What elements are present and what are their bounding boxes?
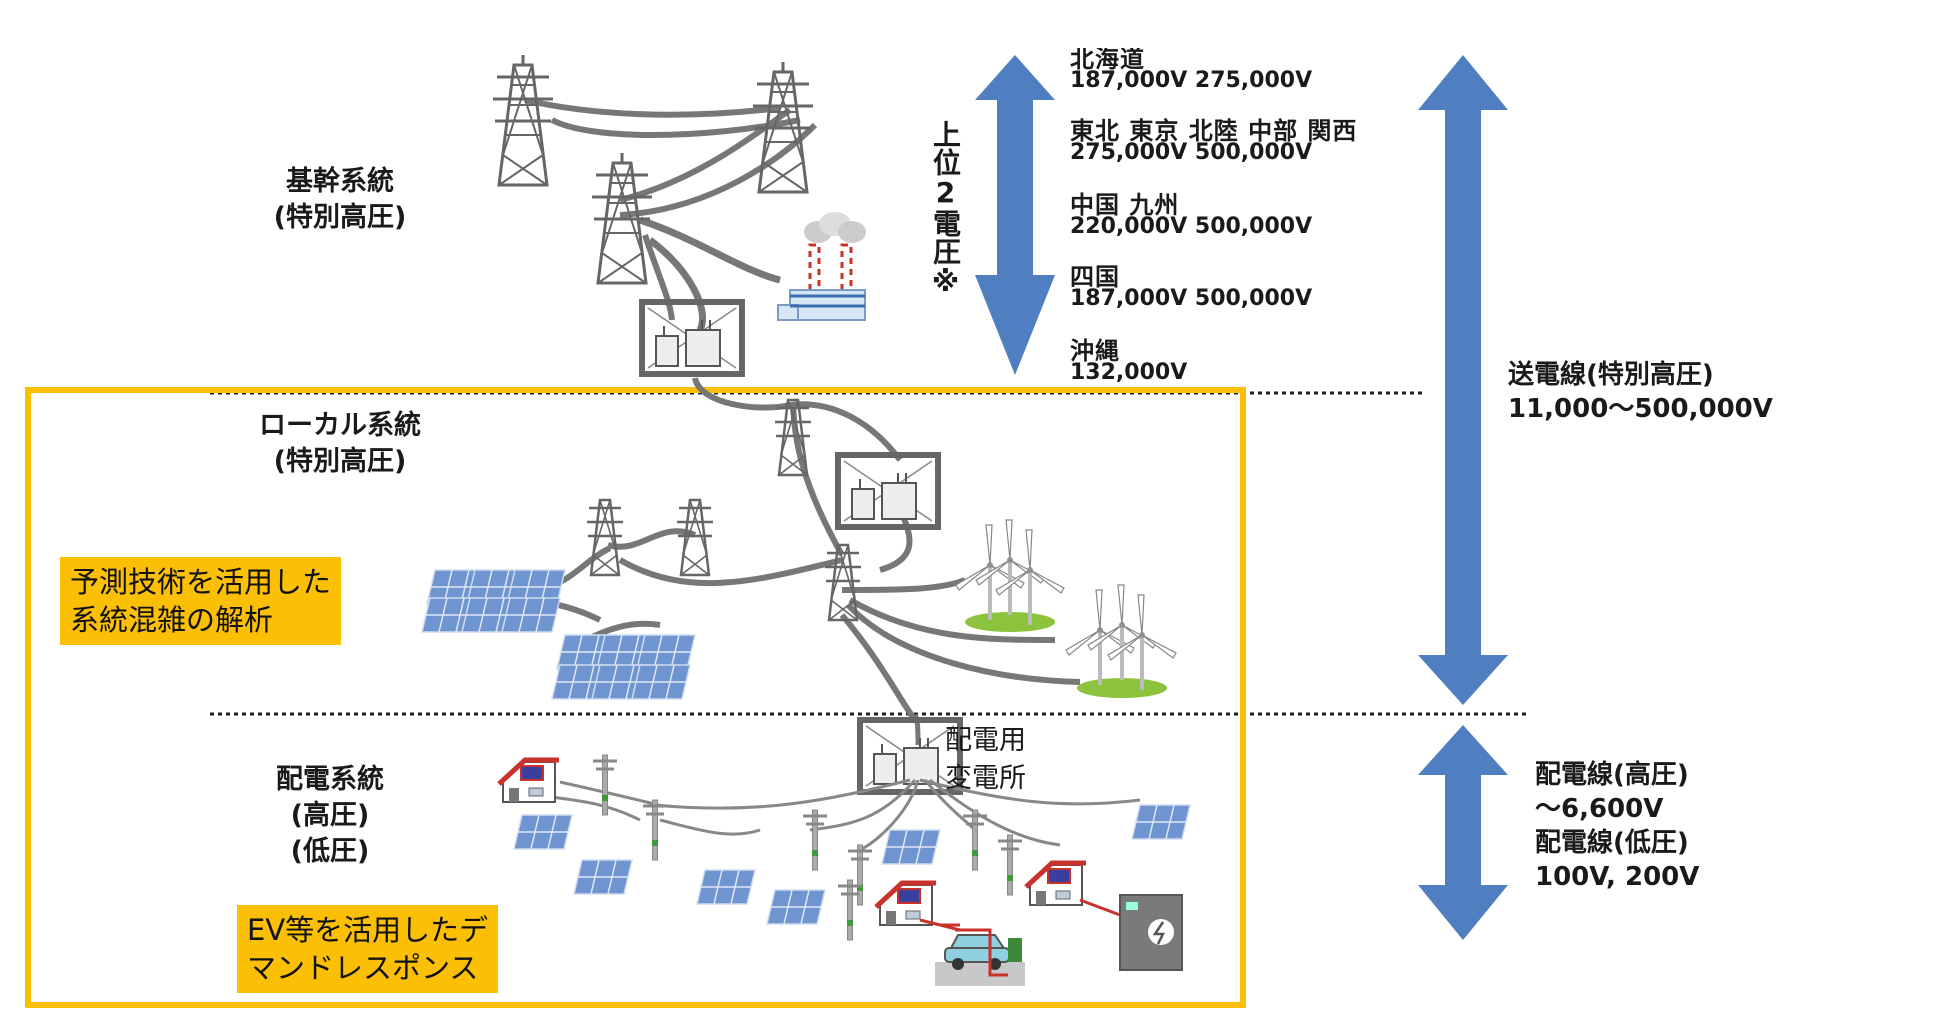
voltage-area: 中国 九州	[1070, 191, 1180, 219]
distribution-system-sub-low: (低圧)	[290, 836, 370, 867]
voltage-area: 沖縄	[1070, 337, 1120, 365]
distribution-high-title: 配電線(高圧)	[1535, 760, 1689, 790]
transmission-title: 送電線(特別高圧)	[1508, 360, 1714, 390]
substation-label: 配電用 変電所	[945, 722, 1026, 798]
voltage-values: 275,000V 500,000V	[1070, 140, 1313, 165]
distribution-low-range: 100V, 200V	[1535, 862, 1700, 892]
substation-line1: 配電用	[945, 725, 1026, 756]
distribution-high-range: 〜6,600V	[1535, 794, 1664, 824]
upper-voltage-arrow	[975, 55, 1055, 375]
local-system-illustration	[421, 376, 1177, 722]
voltage-entry: 北海道 187,000V 275,000V	[1070, 48, 1312, 92]
battery-storage-icon	[1119, 894, 1183, 971]
voltage-values: 187,000V 500,000V	[1070, 286, 1313, 311]
voltage-entry: 中国 九州 220,000V 500,000V	[1070, 191, 1313, 239]
ev-charging-icon	[935, 923, 1025, 986]
trunk-system-illustration	[491, 53, 866, 374]
voltage-area: 四国	[1070, 263, 1120, 291]
focus-area-frame	[25, 387, 1246, 1008]
distribution-system-illustration	[499, 713, 1191, 986]
trunk-system-sub: (特別高圧)	[273, 202, 407, 233]
upper-two-voltages-label: 上位2電圧※	[929, 120, 962, 298]
voltage-entry: 四国 187,000V 500,000V	[1070, 263, 1313, 311]
distribution-system-name: 配電系統	[276, 764, 384, 795]
distribution-low-title: 配電線(低圧)	[1535, 828, 1689, 858]
ev-callout-line2: マンドレスポンス	[247, 951, 479, 985]
forecast-callout-line1: 予測技術を活用した	[70, 565, 332, 599]
transmission-range: 11,000〜500,000V	[1508, 394, 1773, 424]
voltage-area: 東北 東京 北陸 中部 関西	[1070, 117, 1358, 145]
forecast-callout-line2: 系統混雑の解析	[70, 603, 274, 637]
voltage-list: 北海道 187,000V 275,000V 東北 東京 北陸 中部 関西 275…	[1070, 48, 1430, 384]
power-plant-icon	[777, 212, 866, 321]
distribution-lines-label: 配電線(高圧) 〜6,600V 配電線(低圧) 100V, 200V	[1535, 758, 1699, 894]
trunk-system-label: 基幹系統 (特別高圧)	[255, 164, 425, 236]
voltage-area: 北海道	[1070, 48, 1145, 73]
voltage-values: 220,000V 500,000V	[1070, 214, 1313, 239]
local-system-sub: (特別高圧)	[273, 446, 407, 477]
ev-callout-line1: EV等を活用したデ	[247, 913, 489, 947]
transmission-label: 送電線(特別高圧) 11,000〜500,000V	[1508, 358, 1773, 426]
forecast-analysis-callout: 予測技術を活用した 系統混雑の解析	[60, 557, 342, 645]
transmission-arrow	[1418, 55, 1508, 705]
distribution-system-label: 配電系統 (高圧) (低圧)	[255, 762, 405, 870]
voltage-entry: 東北 東京 北陸 中部 関西 275,000V 500,000V	[1070, 117, 1358, 165]
substation-line2: 変電所	[945, 763, 1026, 794]
voltage-values: 187,000V 275,000V	[1070, 68, 1313, 93]
voltage-values: 132,000V	[1070, 360, 1188, 384]
voltage-entry: 沖縄 132,000V	[1070, 337, 1188, 384]
distribution-arrow	[1418, 725, 1508, 940]
trunk-system-name: 基幹系統	[286, 166, 394, 197]
local-system-label: ローカル系統 (特別高圧)	[250, 408, 430, 480]
ev-demand-response-callout: EV等を活用したデ マンドレスポンス	[237, 905, 499, 993]
local-system-name: ローカル系統	[259, 410, 421, 441]
distribution-system-sub-high: (高圧)	[290, 800, 370, 831]
